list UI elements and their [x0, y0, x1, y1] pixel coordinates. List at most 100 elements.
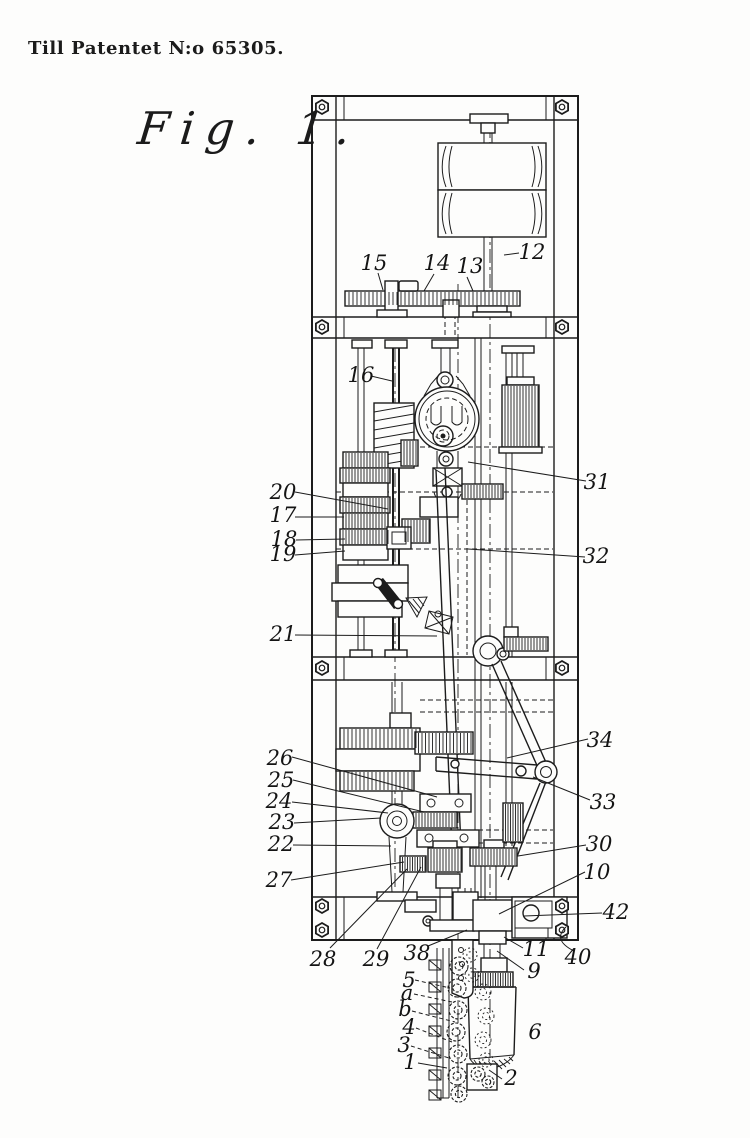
part-label-2: 2 [503, 1066, 517, 1090]
part-label-13: 13 [457, 254, 484, 278]
gear-teeth-hatch [430, 849, 462, 871]
hex-bolt-icon [315, 921, 329, 939]
roller-blob [470, 1066, 486, 1082]
wheel-and-pedestal [376, 793, 524, 902]
gear-teeth-hatch [404, 520, 430, 542]
swing-arm [435, 756, 558, 784]
part-label-15: 15 [361, 251, 388, 275]
roller-blob [448, 1044, 468, 1064]
leader-line [295, 538, 346, 541]
hex-bolt-icon [555, 921, 569, 939]
part-label-34: 34 [587, 728, 614, 752]
gear-teeth-hatch [418, 733, 472, 753]
part-label-17: 17 [270, 503, 297, 527]
roller-blob [450, 1085, 468, 1103]
gear-teeth-hatch [345, 453, 386, 467]
escapement-rack [461, 483, 504, 500]
part-label-1: 1 [403, 1050, 416, 1074]
roller-blob [462, 947, 478, 963]
roller-blob [477, 1007, 495, 1025]
part-label-12: 12 [519, 240, 546, 264]
part-label-a: a [401, 981, 414, 1005]
governor-shaft [483, 237, 493, 291]
leader-line [503, 252, 520, 256]
leader-line [290, 861, 405, 881]
leader-line [488, 1069, 503, 1080]
leader-line [414, 979, 451, 989]
gear-rack-assembly [344, 280, 521, 318]
frame [311, 95, 579, 941]
part-label-31: 31 [584, 470, 611, 494]
part-label-27: 27 [265, 868, 293, 892]
part-label-42: 42 [602, 900, 630, 924]
leader-line [411, 1010, 456, 1023]
part-label-30: 30 [586, 832, 613, 856]
part-label-11: 11 [523, 937, 550, 961]
gear-teeth-hatch [415, 813, 456, 827]
gear-teeth-hatch [504, 386, 539, 446]
part-label-33: 33 [590, 790, 617, 814]
part-label-25: 25 [267, 768, 295, 792]
gear-teeth-hatch [343, 729, 417, 748]
leader-line [467, 461, 587, 482]
gear-teeth-hatch [342, 530, 389, 544]
leader-line [294, 634, 438, 637]
leader-line [498, 871, 586, 915]
leader-lines [290, 252, 603, 1080]
roller-blob [478, 1052, 494, 1068]
roller-blobs [446, 947, 495, 1103]
hex-bolt-icon [315, 318, 329, 336]
gear-teeth-hatch [342, 498, 389, 512]
part-label-28: 28 [309, 947, 337, 971]
gear-teeth-hatch [403, 441, 417, 465]
leader-line [292, 779, 425, 813]
ribbed-cylinder [498, 345, 543, 454]
gear-teeth-hatch [464, 485, 502, 498]
leader-line [294, 550, 346, 556]
leader-line [496, 950, 525, 971]
leader-line [466, 276, 474, 292]
part-label-4: 4 [401, 1015, 415, 1039]
roller-blob [481, 1075, 495, 1089]
roller-blob [447, 1066, 467, 1086]
part-label-20: 20 [269, 480, 297, 504]
leader-line [467, 548, 586, 558]
part-label-18: 18 [271, 527, 298, 551]
leader-line [413, 993, 453, 1003]
part-label-24: 24 [265, 789, 293, 813]
part-label-10: 10 [584, 860, 611, 884]
gear-teeth-hatch [475, 973, 511, 986]
part-label-26: 26 [266, 746, 294, 770]
part-label-5: 5 [402, 968, 415, 992]
gear-teeth-hatch [345, 514, 386, 528]
gear-teeth-hatch [506, 638, 547, 650]
roller-blob [464, 967, 480, 983]
gear-teeth-hatch [505, 804, 521, 841]
roller-blob [449, 956, 469, 976]
hex-bolt-icon [555, 318, 569, 336]
motor-housing [414, 339, 480, 504]
part-label-29: 29 [362, 947, 390, 971]
roller-blob [474, 983, 492, 1001]
leader-line [517, 844, 587, 857]
part-label-22: 22 [267, 832, 295, 856]
crank-wheel [472, 626, 549, 667]
gear-stack-left [339, 439, 459, 561]
leader-line [423, 273, 435, 292]
step-bars-mid [331, 564, 409, 618]
part-label-38: 38 [404, 941, 431, 965]
roller-blob [448, 1000, 468, 1020]
part-label-21: 21 [269, 622, 297, 646]
leader-curve [560, 926, 575, 952]
leader-line [294, 491, 389, 510]
leader-line [532, 776, 591, 801]
part-label-40: 40 [564, 945, 592, 969]
part-label-6: 6 [528, 1020, 541, 1044]
leader-line [503, 936, 524, 949]
page-title: Till Patentet N:o 65305. [28, 38, 285, 59]
leader-line [506, 738, 589, 759]
part-label-23: 23 [268, 810, 296, 834]
roller-blob [447, 978, 467, 998]
